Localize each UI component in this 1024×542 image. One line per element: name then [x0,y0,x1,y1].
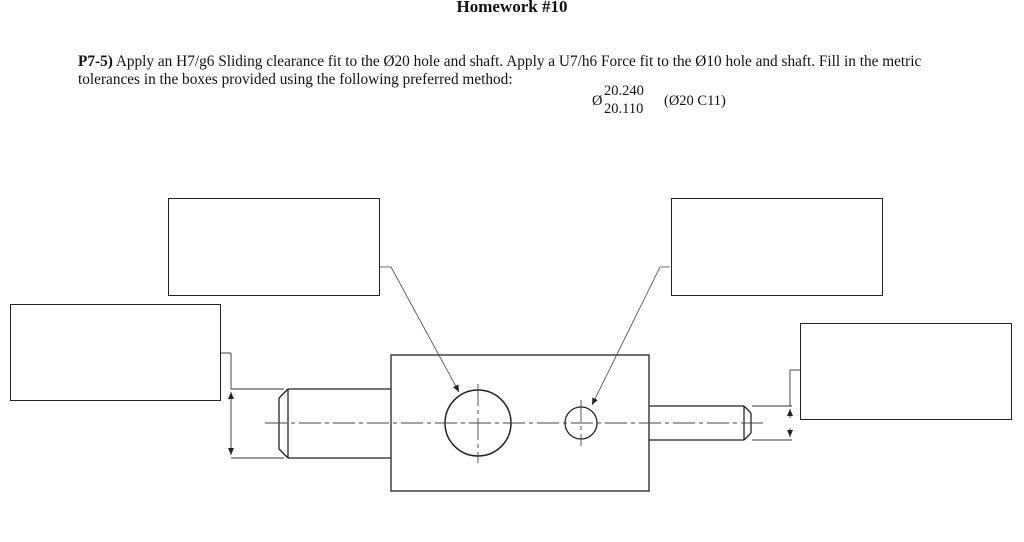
problem-text: Apply an H7/g6 Sliding clearance fit to … [78,53,922,88]
tolerance-box-large-hole[interactable] [168,198,380,296]
diameter-symbol: Ø [592,93,603,109]
limit-stack: 20.240 20.110 [604,82,644,118]
center-lines [265,384,767,463]
problem-number: P7-5) [78,53,113,70]
problem-statement: P7-5) Apply an H7/g6 Sliding clearance f… [78,53,958,89]
leader-lines [380,266,670,406]
left-dimension [221,352,284,459]
tolerance-box-large-shaft[interactable] [10,304,221,401]
fit-designation-note: (Ø20 C11) [664,93,726,109]
lower-limit: 20.110 [604,101,644,117]
upper-limit: 20.240 [604,83,644,99]
page-title: Homework #10 [456,0,568,16]
tolerance-box-small-shaft[interactable] [800,323,1012,420]
left-shaft [278,388,391,459]
right-dimension [752,369,800,441]
tolerance-box-small-hole[interactable] [671,198,883,296]
